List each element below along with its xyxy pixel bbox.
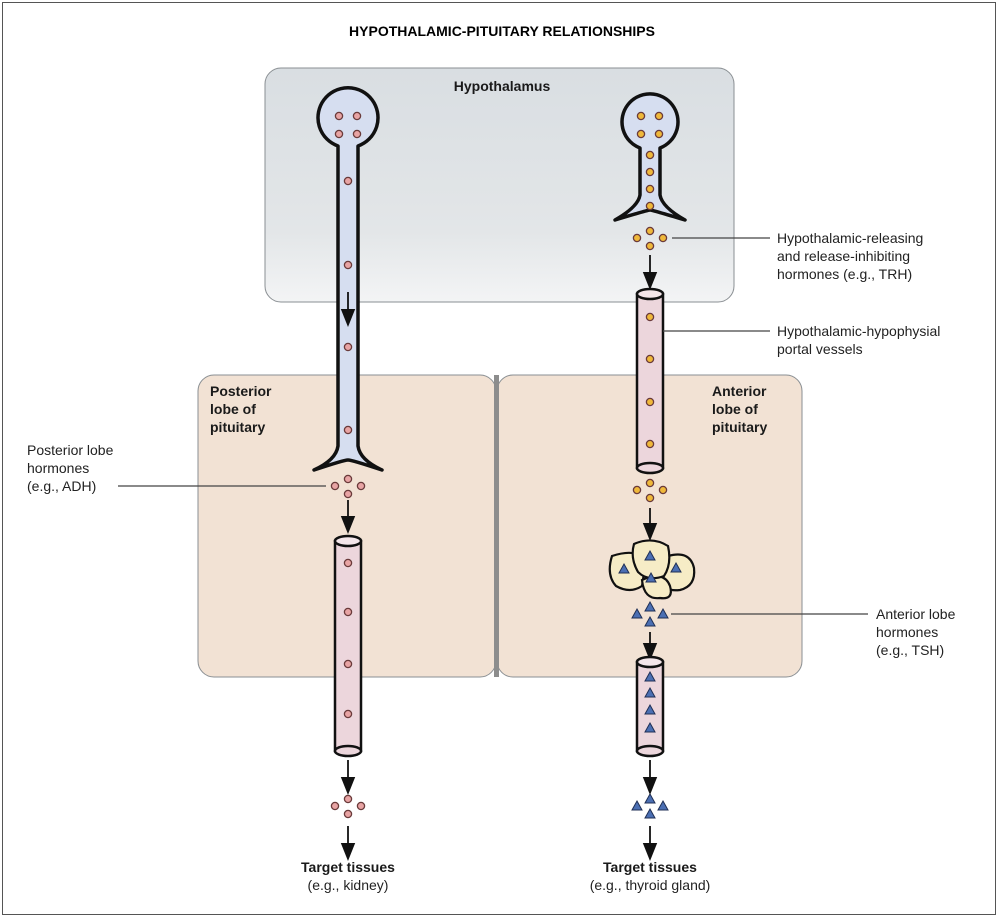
hormone-molecule [631,607,643,619]
left-vessel-hormones [343,558,353,719]
adh-molecule [343,558,353,568]
adh-molecule [343,607,353,617]
adh-molecule [334,111,344,121]
trh-molecule [645,397,655,407]
left-target-example: (e.g., kidney) [308,877,389,893]
posterior-neuron [312,86,384,472]
hormone-molecule [343,809,353,819]
trh-molecule [645,354,655,364]
adh-molecule [343,260,353,270]
tsh-molecule [644,686,656,698]
anterior-lobe-label: Anterior lobe of pituitary [712,383,770,435]
hormone-molecule [330,481,340,491]
hormone-molecule [644,615,656,627]
tsh-molecule [644,703,656,715]
hypothalamus-region [264,67,735,303]
right-target-title: Target tissues [603,859,697,875]
hormone-molecule [644,792,656,804]
trh-molecule [654,111,664,121]
adh-molecule [343,659,353,669]
trh-molecule [654,129,664,139]
hormone-molecule [657,799,669,811]
portal-vessels-label: Hypothalamic-hypophysial portal vessels [777,323,944,357]
hormone-molecule [330,801,340,811]
tsh-molecule [644,721,656,733]
releasing-hormones-in-neuron [636,111,664,211]
right-blood-vessel [635,655,665,758]
posterior-lobe-label: Posterior lobe of pituitary [210,383,275,435]
hormone-molecule [632,233,642,243]
hypothalamus-label: Hypothalamus [454,78,551,94]
released-tsh-cluster [631,600,669,627]
released-adh-cluster [330,474,366,499]
trh-molecule [645,201,655,211]
hormone-molecule [645,478,655,488]
adh-molecule [334,129,344,139]
portal-vessel [635,287,665,475]
tsh-molecule [670,561,682,573]
hormone-molecule [645,493,655,503]
hormone-molecule [644,807,656,819]
hormone-molecule [657,607,669,619]
hormone-molecule [645,226,655,236]
trh-molecule [645,312,655,322]
trh-molecule [645,439,655,449]
figure-title: HYPOTHALAMIC-PITUITARY RELATIONSHIPS [349,23,655,39]
right-target-example: (e.g., thyroid gland) [590,877,711,893]
trh-molecule [636,111,646,121]
adh-molecule [352,111,362,121]
adh-molecule [343,425,353,435]
posterior-hormones-label: Posterior lobe hormones (e.g., ADH) [27,442,117,494]
circulating-tsh-cluster [631,792,669,819]
released-trh-cluster [632,226,668,251]
portal-outflow-trh-cluster [632,478,668,503]
hormone-molecule [631,799,643,811]
tsh-molecule [645,571,657,583]
adh-molecule [343,342,353,352]
hormone-molecule [632,485,642,495]
adh-molecule [343,176,353,186]
adh-molecule [343,709,353,719]
hormone-molecule [645,241,655,251]
trh-molecule [645,184,655,194]
adh-molecule [352,129,362,139]
hormone-molecule [658,485,668,495]
releasing-hormones-label: Hypothalamic-releasing and release-inhib… [777,230,927,282]
hormone-molecule [343,794,353,804]
cell-hormones [618,549,682,583]
circulating-adh-cluster [330,794,366,819]
trh-molecule [645,167,655,177]
hormone-molecule [356,481,366,491]
tsh-molecule [644,549,656,561]
portal-vessel-hormones [645,312,655,449]
right-vessel-hormones [644,670,656,733]
hormone-molecule [644,600,656,612]
hormone-molecule [343,489,353,499]
trh-molecule [636,129,646,139]
posterior-neuron-hormones [334,111,362,435]
anterior-hormones-label: Anterior lobe hormones (e.g., TSH) [876,606,959,658]
trh-molecule [645,150,655,160]
tsh-molecule [644,670,656,682]
left-target-title: Target tissues [301,859,395,875]
hormone-molecule [356,801,366,811]
tsh-molecule [618,562,630,574]
left-blood-vessel [333,534,363,758]
hormone-molecule [343,474,353,484]
hormone-molecule [658,233,668,243]
lobe-divider [494,375,499,677]
